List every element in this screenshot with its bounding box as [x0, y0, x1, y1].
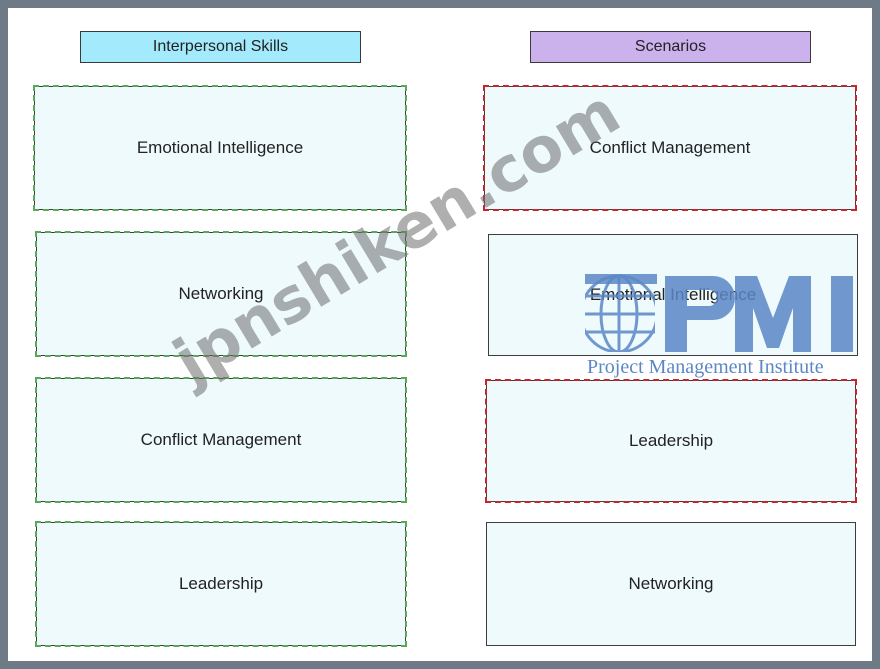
interpersonal-skills-header-label: Interpersonal Skills — [152, 38, 289, 55]
skill-card-label: Leadership — [178, 574, 264, 593]
scenario-card-label: Conflict Management — [589, 138, 751, 157]
skill-card-conflict-management[interactable]: Conflict Management — [35, 377, 407, 503]
skill-card-label: Emotional Intelligence — [136, 138, 304, 157]
skill-card-networking[interactable]: Networking — [35, 231, 407, 357]
scenario-card-emotional-intelligence[interactable]: Emotional Intelligence — [488, 234, 858, 356]
scenario-card-label: Leadership — [628, 431, 714, 450]
scenarios-header-label: Scenarios — [634, 38, 707, 55]
skill-card-leadership[interactable]: Leadership — [35, 521, 407, 647]
skill-card-label: Conflict Management — [140, 430, 302, 449]
scenario-card-conflict-management[interactable]: Conflict Management — [483, 85, 857, 211]
scenario-card-networking[interactable]: Networking — [486, 522, 856, 646]
skill-card-emotional-intelligence[interactable]: Emotional Intelligence — [33, 85, 407, 211]
scenario-card-label: Emotional Intelligence — [589, 285, 757, 304]
scenario-card-label: Networking — [628, 574, 714, 593]
canvas: Interpersonal Skills Scenarios Emotional… — [8, 8, 872, 661]
scenarios-header: Scenarios — [530, 31, 811, 63]
interpersonal-skills-header: Interpersonal Skills — [80, 31, 361, 63]
scenario-card-leadership[interactable]: Leadership — [485, 379, 857, 503]
skill-card-label: Networking — [178, 284, 264, 303]
